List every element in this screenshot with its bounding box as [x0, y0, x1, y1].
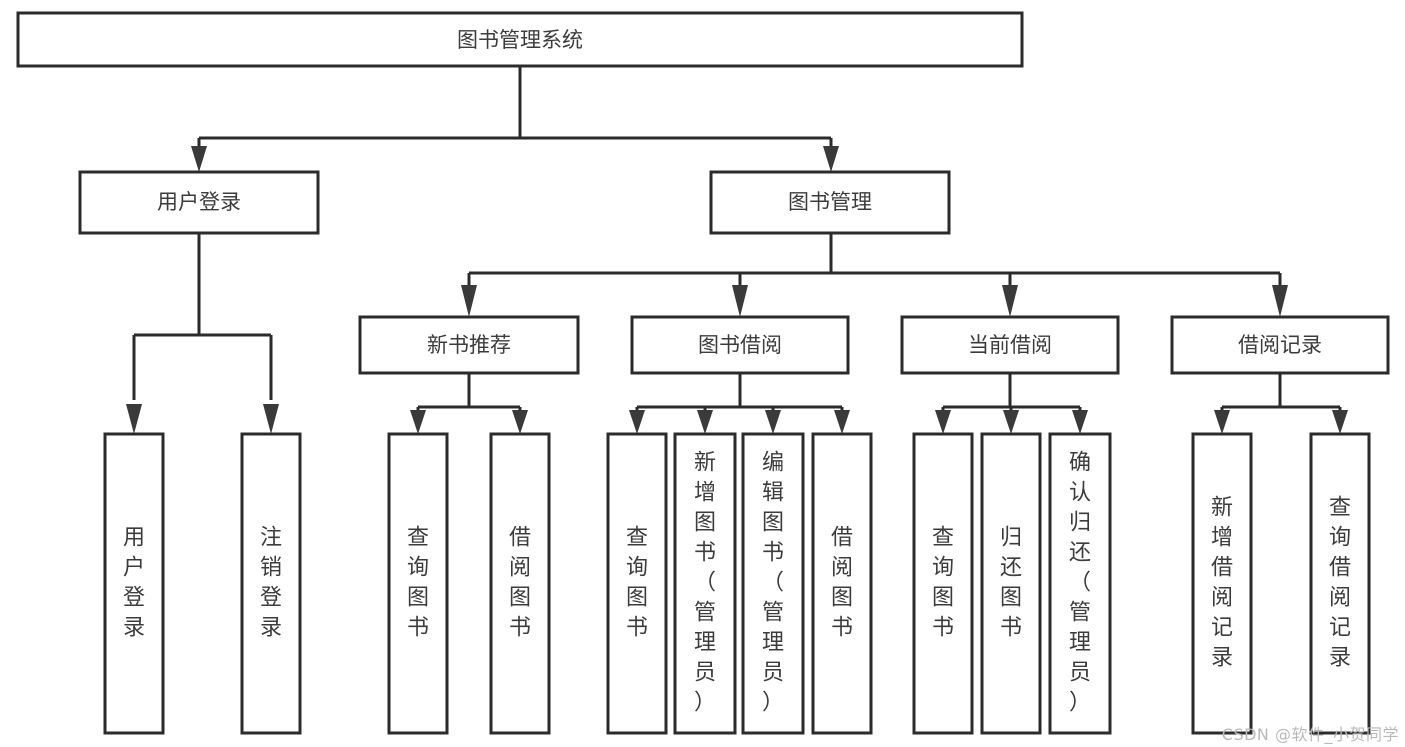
node-leaf-return-book-label: 归还图书 [1000, 526, 1022, 641]
node-user-login-box[interactable] [78, 170, 320, 235]
node-borrow-record-box[interactable] [1170, 315, 1390, 375]
node-leaf-query-record-label: 查询借阅记录 [1329, 496, 1351, 671]
arrowhead-leaf-confirm-return [1072, 410, 1088, 434]
csdn-watermark: CSDN @软件_小贺同学 [1221, 725, 1399, 744]
node-leaf-borrow-book-1-label: 借阅图书 [509, 526, 531, 641]
arrowhead-leaf-query-record [1332, 410, 1348, 434]
arrowhead-borrow-record [1272, 285, 1288, 317]
node-leaf-borrow-book-2-label: 借阅图书 [831, 526, 853, 641]
node-leaf-add-record-box[interactable] [1191, 432, 1253, 735]
node-leaf-query-book-1-box[interactable] [387, 432, 449, 735]
node-borrow-record-label: 借阅记录 [1238, 333, 1322, 357]
node-current-borrow[interactable]: 当前借阅 [900, 315, 1120, 375]
node-leaf-add-book-box[interactable] [673, 432, 737, 735]
arrowhead-leaf-user-login [126, 404, 142, 434]
node-borrow-record[interactable]: 借阅记录 [1170, 315, 1390, 375]
arrowhead-leaf-add-record [1214, 410, 1230, 434]
node-new-book-recommend[interactable]: 新书推荐 [358, 315, 580, 375]
arrowhead-leaf-add-book [697, 410, 713, 434]
node-leaf-user-logout-label: 注销登录 [260, 526, 282, 641]
node-current-borrow-label: 当前借阅 [968, 333, 1052, 357]
arrowhead-leaf-borrow-book-1 [512, 410, 528, 434]
node-leaf-user-login[interactable]: 用户登录 [103, 432, 165, 735]
node-leaf-add-record[interactable]: 新增借阅记录 [1191, 432, 1253, 735]
node-leaf-edit-book-box[interactable] [741, 432, 805, 735]
node-book-borrow[interactable]: 图书借阅 [630, 315, 850, 375]
node-user-login-label: 用户登录 [157, 190, 241, 214]
arrowhead-leaf-query-book-3 [935, 410, 951, 434]
node-root-label: 图书管理系统 [457, 28, 583, 52]
node-book-borrow-box[interactable] [630, 315, 850, 375]
node-user-login[interactable]: 用户登录 [78, 170, 320, 235]
arrowhead-leaf-edit-book [765, 410, 781, 434]
node-leaf-query-book-1[interactable]: 查询图书 [387, 432, 449, 735]
node-leaf-borrow-book-1[interactable]: 借阅图书 [489, 432, 551, 735]
arrowhead-leaf-return-book [1003, 410, 1019, 434]
node-leaf-add-record-label: 新增借阅记录 [1211, 496, 1233, 671]
node-leaf-edit-book-label: 编辑图书（管理员） [762, 451, 784, 716]
arrowhead-user-login [191, 146, 207, 172]
arrowhead-book-borrow [732, 285, 748, 317]
node-leaf-return-book[interactable]: 归还图书 [980, 432, 1042, 735]
node-new-book-recommend-box[interactable] [358, 315, 580, 375]
node-leaf-confirm-return[interactable]: 确认归还（管理员） [1048, 432, 1112, 735]
node-leaf-add-book-label: 新增图书（管理员） [694, 451, 716, 716]
connector-layer [126, 66, 1348, 434]
node-leaf-user-logout-box[interactable] [240, 432, 302, 735]
node-root-box[interactable] [16, 11, 1024, 68]
arrowhead-new-book-recommend [461, 285, 477, 317]
node-book-manage-label: 图书管理 [788, 190, 872, 214]
node-leaf-query-book-2-box[interactable] [606, 432, 668, 735]
arrowhead-current-borrow [1002, 285, 1018, 317]
node-book-borrow-label: 图书借阅 [698, 333, 782, 357]
node-leaf-query-book-3-box[interactable] [912, 432, 974, 735]
node-leaf-query-book-2-label: 查询图书 [626, 526, 648, 641]
node-leaf-user-logout[interactable]: 注销登录 [240, 432, 302, 735]
node-current-borrow-box[interactable] [900, 315, 1120, 375]
node-book-manage-box[interactable] [709, 170, 951, 235]
node-leaf-query-book-3[interactable]: 查询图书 [912, 432, 974, 735]
node-leaf-query-record-box[interactable] [1309, 432, 1371, 735]
node-leaf-user-login-label: 用户登录 [123, 526, 145, 641]
node-leaf-add-book[interactable]: 新增图书（管理员） [673, 432, 737, 735]
node-leaf-query-book-3-label: 查询图书 [932, 526, 954, 641]
node-leaf-edit-book[interactable]: 编辑图书（管理员） [741, 432, 805, 735]
node-leaf-borrow-book-2[interactable]: 借阅图书 [811, 432, 873, 735]
leaf-node-layer: 用户登录 注销登录 查询图书 借阅图书 查询图书 新增图书（管理员） 编辑图书（管理员） 借阅… [103, 432, 1371, 735]
arrowhead-leaf-user-logout [263, 404, 279, 434]
arrowhead-leaf-borrow-book-2 [834, 410, 850, 434]
arrowhead-book-manage [823, 146, 839, 172]
arrowhead-leaf-query-book-1 [410, 410, 426, 434]
node-leaf-return-book-box[interactable] [980, 432, 1042, 735]
node-leaf-query-book-2[interactable]: 查询图书 [606, 432, 668, 735]
node-leaf-borrow-book-1-box[interactable] [489, 432, 551, 735]
node-leaf-confirm-return-label: 确认归还（管理员） [1069, 451, 1091, 716]
arrowhead-leaf-query-book-2 [629, 410, 645, 434]
node-leaf-query-record[interactable]: 查询借阅记录 [1309, 432, 1371, 735]
node-book-manage[interactable]: 图书管理 [709, 170, 951, 235]
node-leaf-query-book-1-label: 查询图书 [407, 526, 429, 641]
node-leaf-confirm-return-box[interactable] [1048, 432, 1112, 735]
node-new-book-recommend-label: 新书推荐 [427, 333, 511, 357]
node-leaf-borrow-book-2-box[interactable] [811, 432, 873, 735]
node-root[interactable]: 图书管理系统 [16, 11, 1024, 68]
node-leaf-user-login-box[interactable] [103, 432, 165, 735]
